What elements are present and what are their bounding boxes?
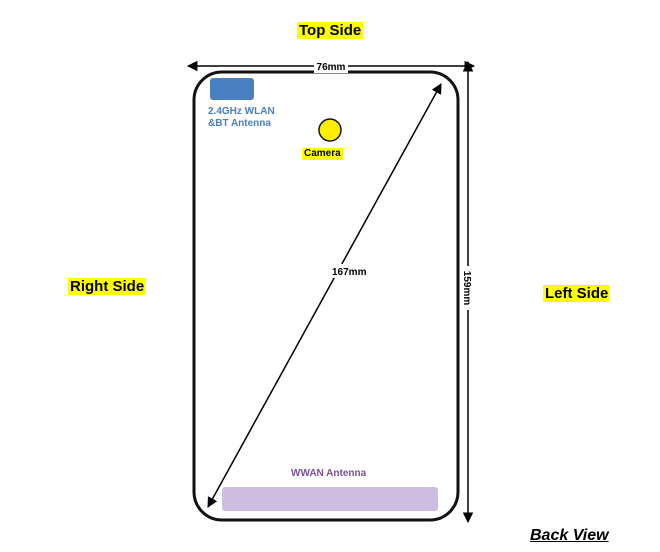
diagonal-dimension-arrow <box>207 83 442 508</box>
width-dimension-label: 76mm <box>317 62 346 73</box>
camera-label: Camera <box>302 148 343 160</box>
wlan-antenna-block <box>210 78 254 100</box>
diagonal-dimension-label: 167mm <box>332 267 367 278</box>
height-dimension-label: 159mm <box>461 271 472 306</box>
wwan-antenna-block <box>222 487 438 511</box>
left-side-label: Left Side <box>543 285 611 302</box>
camera-icon <box>318 118 342 142</box>
back-view-caption: Back View <box>530 527 609 544</box>
right-side-label: Right Side <box>68 278 147 295</box>
wwan-antenna-label: WWAN Antenna <box>291 468 367 479</box>
wlan-antenna-label-line2: &BT Antenna <box>208 118 271 129</box>
wlan-antenna-label-line1: 2.4GHz WLAN <box>208 106 275 117</box>
top-side-label: Top Side <box>297 22 364 39</box>
wlan-antenna-label: 2.4GHz WLAN &BT Antenna <box>208 106 275 130</box>
